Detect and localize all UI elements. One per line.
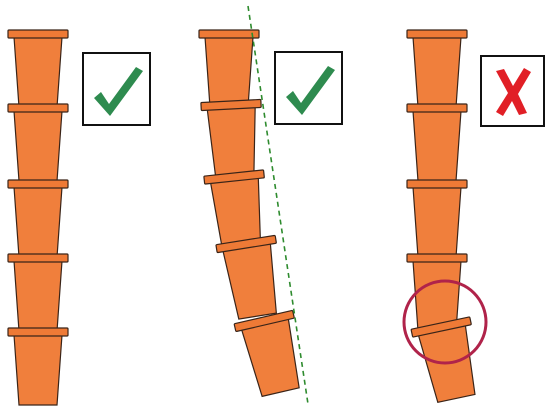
pot-body <box>14 261 62 331</box>
pot-rim <box>8 328 68 336</box>
verdict-box <box>275 52 342 124</box>
verdict-box-leaning <box>275 52 342 124</box>
verdict-box-broken <box>481 56 544 126</box>
pot-rim <box>407 254 467 262</box>
pot-rim <box>199 30 259 38</box>
pot-rim <box>8 254 68 262</box>
pot-body <box>205 37 253 107</box>
pot-body <box>14 37 62 107</box>
pot-body <box>207 107 259 179</box>
pot-rim <box>407 30 467 38</box>
pot-body <box>14 187 62 257</box>
pot-body <box>413 111 461 181</box>
verdict-box <box>83 53 150 125</box>
pot-body <box>413 37 461 107</box>
pot-rim <box>8 180 68 188</box>
pot-body <box>14 111 62 181</box>
pot-rim <box>407 180 467 188</box>
pot-body <box>14 335 62 405</box>
verdict-box-straight <box>83 53 150 125</box>
pot-rim <box>8 30 68 38</box>
pot-rim <box>8 104 68 112</box>
pot-body <box>413 187 461 257</box>
stack-straight <box>8 30 68 405</box>
pot-rim <box>407 104 467 112</box>
